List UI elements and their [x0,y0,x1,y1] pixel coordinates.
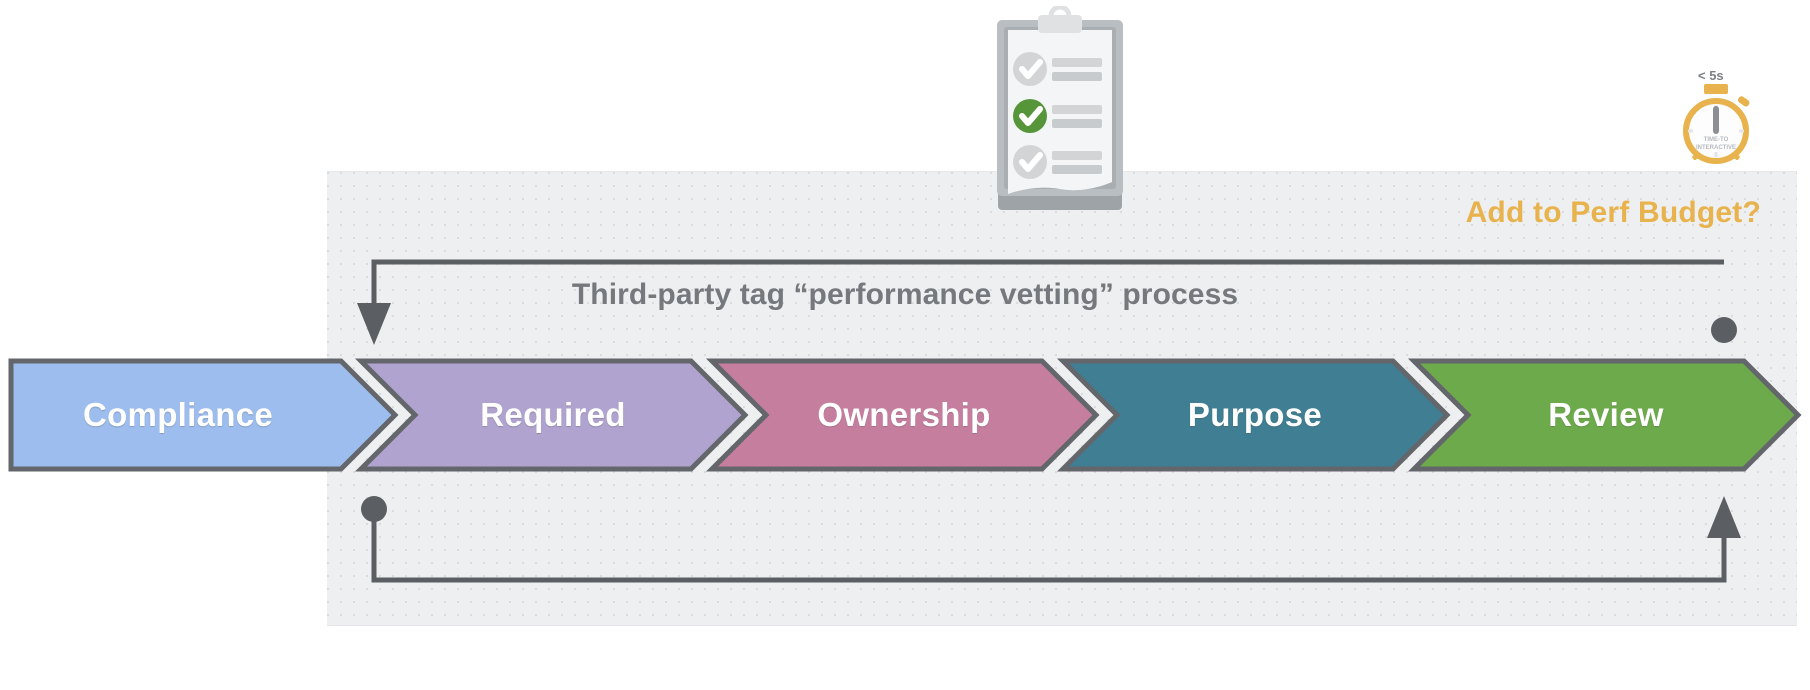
stopwatch-top-label: < 5s [1698,68,1724,83]
stopwatch-dial-line-1: TIME-TO [1704,137,1729,143]
stage-chevron-compliance[interactable]: Compliance [8,358,399,472]
stage-chevron-ownership[interactable]: Ownership [705,358,1100,472]
clipboard-checklist-icon [988,6,1132,222]
stage-chevron-required[interactable]: Required [354,358,749,472]
stage-chevron-purpose[interactable]: Purpose [1056,358,1451,472]
stage-chevron-review[interactable]: Review [1407,358,1802,472]
stopwatch-icon: < 5s TIME-TO INTERACTIVE [1668,68,1764,168]
perf-budget-callout: Add to Perf Budget? [1465,196,1761,229]
stopwatch-dial-line-2: INTERACTIVE [1696,145,1736,151]
